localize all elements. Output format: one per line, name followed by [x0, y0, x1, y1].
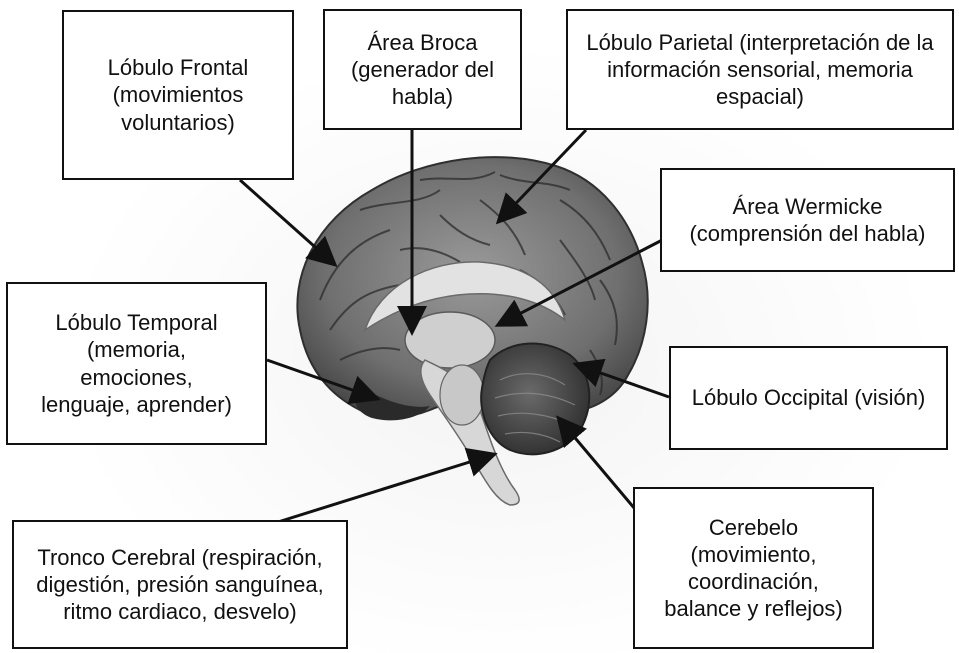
- label-temporal-lobe: Lóbulo Temporal (memoria, emociones, len…: [41, 309, 232, 417]
- label-box-parietal-lobe: Lóbulo Parietal (interpretación de la in…: [566, 9, 954, 130]
- label-box-frontal-lobe: Lóbulo Frontal (movimientos voluntarios): [62, 10, 294, 180]
- label-wernicke-area: Área Wermicke (comprensión del habla): [689, 193, 925, 247]
- label-box-brainstem: Tronco Cerebral (respiración, digestión,…: [12, 520, 348, 649]
- label-box-temporal-lobe: Lóbulo Temporal (memoria, emociones, len…: [6, 282, 267, 445]
- label-cerebellum: Cerebelo (movimiento, coordinación, bala…: [664, 514, 843, 622]
- label-frontal-lobe: Lóbulo Frontal (movimientos voluntarios): [108, 54, 249, 135]
- arrow-tronco: [278, 455, 492, 522]
- label-box-cerebellum: Cerebelo (movimiento, coordinación, bala…: [633, 487, 874, 649]
- label-box-occipital-lobe: Lóbulo Occipital (visión): [669, 346, 948, 450]
- thalamus: [405, 312, 495, 368]
- label-parietal-lobe: Lóbulo Parietal (interpretación de la in…: [586, 29, 933, 110]
- label-broca-area: Área Broca (generador del habla): [351, 29, 494, 110]
- label-occipital-lobe: Lóbulo Occipital (visión): [692, 384, 926, 411]
- arrow-cerebelo: [560, 420, 640, 515]
- label-box-broca-area: Área Broca (generador del habla): [323, 9, 522, 130]
- arrow-frontal: [240, 180, 333, 263]
- pons: [440, 365, 484, 425]
- label-brainstem: Tronco Cerebral (respiración, digestión,…: [36, 544, 323, 625]
- label-box-wernicke-area: Área Wermicke (comprensión del habla): [660, 168, 955, 272]
